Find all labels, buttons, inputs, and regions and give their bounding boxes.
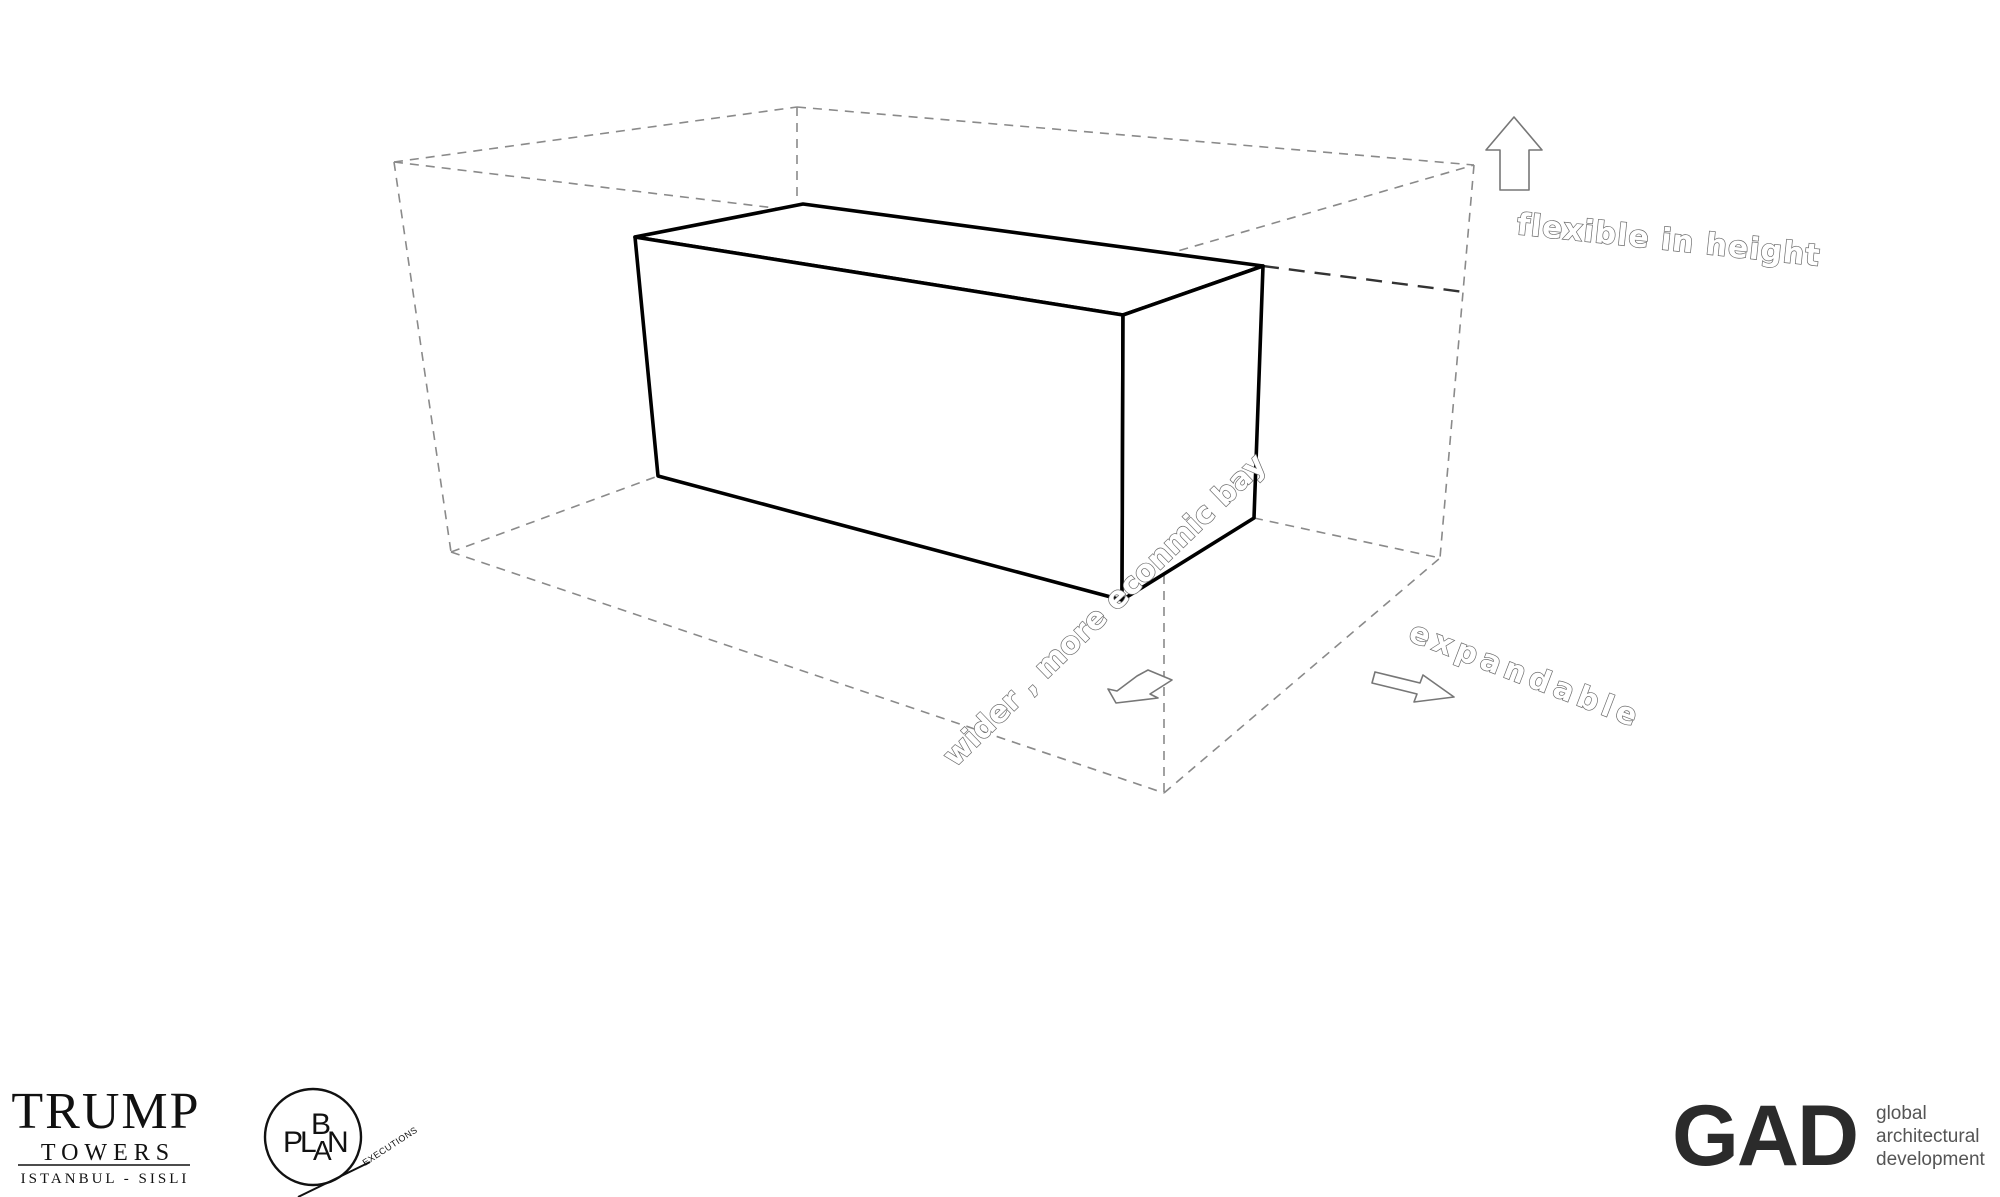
height-extension-line bbox=[1262, 264, 1465, 294]
building-box bbox=[633, 202, 1265, 602]
gad-logo-line1: global bbox=[1876, 1103, 1927, 1124]
plan-letter-b: B bbox=[311, 1108, 331, 1141]
plan-letter-a: A bbox=[313, 1135, 332, 1166]
trump-towers-logo: TRUMP TOWERS ISTANBUL - SISLI bbox=[11, 1083, 200, 1187]
trump-logo-location: ISTANBUL - SISLI bbox=[21, 1171, 190, 1187]
gad-logo-line3: development bbox=[1876, 1149, 1986, 1170]
plan-letter-p: P bbox=[283, 1126, 303, 1159]
up-arrow-icon bbox=[1485, 116, 1543, 191]
plan-logo-executions: EXECUTIONS bbox=[361, 1125, 420, 1168]
gad-logo-line2: architectural bbox=[1876, 1126, 1980, 1147]
plan-b-logo: P L B A N EXECUTIONS bbox=[263, 1087, 420, 1197]
gad-logo-mark: GAD bbox=[1672, 1088, 1857, 1184]
plan-logo-slash bbox=[297, 1161, 371, 1197]
plan-letter-n: N bbox=[327, 1126, 349, 1159]
plan-logo-circle bbox=[263, 1087, 363, 1187]
trump-logo-title: TRUMP bbox=[11, 1083, 200, 1140]
gad-logo: GAD global architectural development bbox=[1672, 1088, 1986, 1184]
trump-logo-towers: TOWERS bbox=[41, 1140, 175, 1166]
plan-letter-l: L bbox=[300, 1126, 317, 1159]
down-left-arrow-icon bbox=[1107, 669, 1173, 704]
expandable-label: expandable bbox=[1404, 615, 1647, 736]
height-label: flexible in height bbox=[1515, 207, 1822, 274]
right-arrow-icon bbox=[1371, 671, 1455, 703]
